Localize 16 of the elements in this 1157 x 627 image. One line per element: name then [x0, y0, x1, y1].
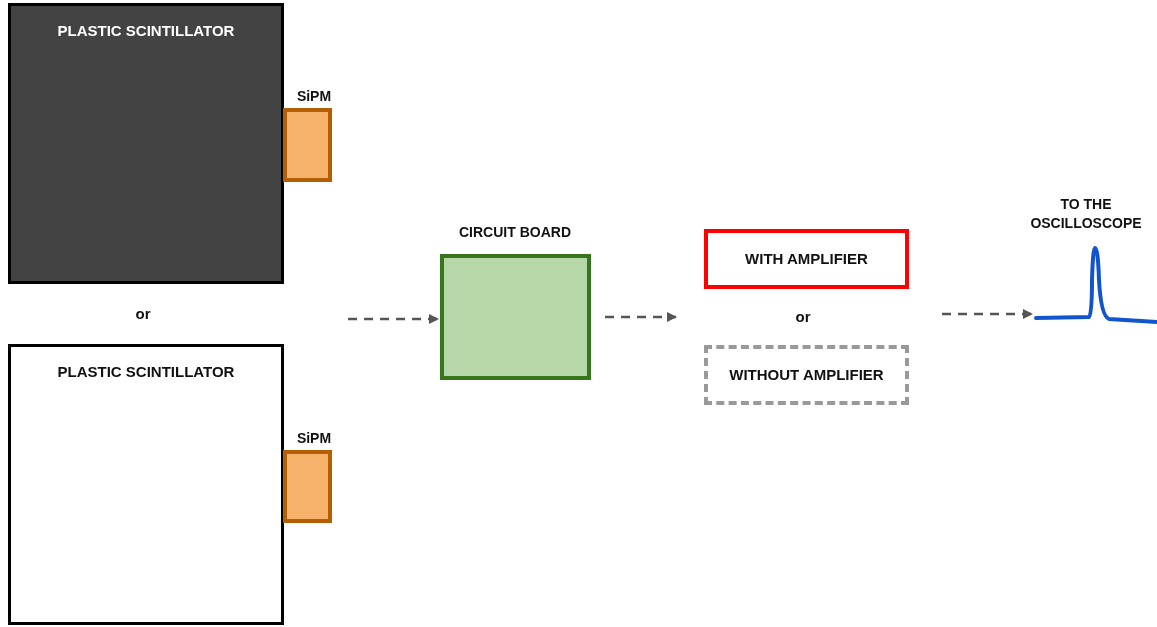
dashed-arrow [348, 314, 439, 324]
circuit-board-box [440, 254, 591, 380]
destination-label: TO THE OSCILLOSCOPE [1029, 195, 1143, 233]
sipm-sensor [283, 108, 332, 182]
scintillator-block: PLASTIC SCINTILLATOR [8, 3, 284, 284]
dashed-arrow [605, 312, 677, 322]
or-label: or [794, 307, 812, 327]
dashed-arrow [942, 309, 1033, 319]
amplifier-option-box: WITHOUT AMPLIFIER [704, 345, 909, 405]
component-label: SiPM [295, 429, 333, 448]
sipm-sensor [283, 450, 332, 523]
component-label: SiPM [295, 87, 333, 106]
scintillator-block: PLASTIC SCINTILLATOR [8, 344, 284, 625]
amplifier-option-box: WITH AMPLIFIER [704, 229, 909, 289]
or-label: or [134, 304, 152, 324]
component-label: CIRCUIT BOARD [458, 223, 572, 242]
